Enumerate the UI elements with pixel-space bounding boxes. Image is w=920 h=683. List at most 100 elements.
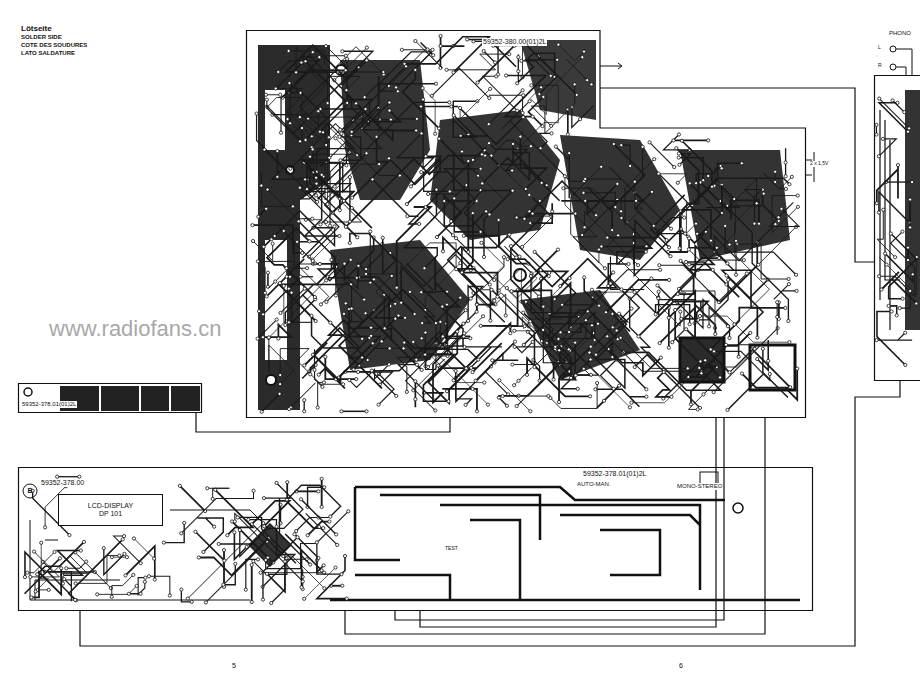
solder-pad [726, 408, 729, 411]
solder-pad [894, 256, 897, 259]
solder-pad [659, 356, 662, 359]
solder-pad [79, 549, 82, 552]
copper-trace [321, 479, 323, 507]
solder-pad [749, 331, 752, 334]
solder-pad [236, 516, 239, 519]
solder-pad [338, 234, 341, 237]
copper-trace [691, 366, 720, 404]
solder-pad [405, 203, 408, 206]
solder-pad [270, 601, 273, 604]
solder-pad [454, 237, 457, 240]
solder-pad [502, 256, 505, 259]
solder-pad [282, 229, 285, 232]
copper-trace [305, 61, 347, 103]
solder-pad [252, 560, 255, 563]
solder-pad [274, 280, 277, 283]
copper-trace [764, 173, 792, 189]
solder-pad [522, 116, 525, 119]
solder-pad [492, 298, 495, 301]
solder-pad [445, 68, 448, 71]
copper-trace [565, 176, 599, 263]
solder-pad [233, 520, 236, 523]
solder-pad [589, 395, 592, 398]
solder-pad [85, 560, 88, 563]
solder-pad [330, 258, 333, 261]
solder-pad [584, 319, 587, 322]
copper-trace [491, 140, 531, 155]
solder-pad [328, 156, 331, 159]
solder-pad [370, 369, 373, 372]
solder-pad [652, 224, 655, 227]
copper-trace [283, 70, 346, 97]
copper-trace [339, 309, 380, 378]
connecting-wire [600, 88, 874, 262]
solder-pad [378, 163, 381, 166]
solder-pad [909, 198, 912, 201]
solder-pad [414, 68, 417, 71]
copper-trace [252, 501, 290, 526]
solder-pad [590, 324, 593, 327]
solder-pad [794, 273, 797, 276]
solder-pad [267, 336, 270, 339]
solder-pad [714, 332, 717, 335]
solder-pad [584, 199, 587, 202]
copper-trace [528, 97, 543, 126]
solder-pad [629, 164, 632, 167]
board-mark [23, 484, 37, 498]
solder-pad [505, 286, 508, 289]
solder-pad [725, 274, 728, 277]
solder-pad [454, 268, 457, 271]
solder-pad [135, 584, 138, 587]
solder-pad [464, 309, 467, 312]
solder-pad [486, 403, 489, 406]
solder-pad [887, 304, 890, 307]
connecting-wire [196, 413, 450, 432]
solder-pad [688, 263, 691, 266]
solder-pad [582, 50, 585, 53]
copper-trace [468, 286, 505, 323]
solder-pad [579, 118, 582, 121]
solder-pad [464, 403, 467, 406]
solder-pad [421, 98, 424, 101]
solder-pad [877, 155, 880, 158]
solder-pad [371, 342, 374, 345]
copper-trace [650, 142, 675, 167]
copper-trace [423, 355, 453, 402]
solder-pad [466, 38, 469, 41]
solder-pad [677, 156, 680, 159]
copper-trace [517, 60, 557, 84]
solder-pad [562, 187, 565, 190]
solder-pad [270, 238, 273, 241]
solder-pad [702, 179, 705, 182]
copper-trace [421, 172, 450, 191]
copper-trace [421, 42, 434, 55]
solder-pad [471, 212, 474, 215]
solder-pad [338, 209, 341, 212]
lcd-display: LCD-DISPLAYDP 101 [58, 494, 163, 526]
solder-pad [907, 127, 910, 130]
solder-pad [304, 178, 307, 181]
solder-pad [301, 580, 304, 583]
solder-pad [346, 101, 349, 104]
solder-pad [740, 162, 743, 165]
solder-pad [267, 336, 270, 339]
solder-pad [667, 346, 670, 349]
solder-pad [252, 489, 255, 492]
solder-pad [628, 406, 631, 409]
solder-pad [316, 200, 319, 203]
solder-pad [911, 273, 914, 276]
solder-pad [619, 336, 622, 339]
solder-pad [475, 199, 478, 202]
solder-pad [123, 534, 126, 537]
solder-pad [283, 560, 286, 563]
solder-pad [517, 70, 520, 73]
copper-trace [308, 487, 325, 507]
copper-trace [296, 47, 319, 72]
copper-trace [735, 241, 736, 275]
copper-trace [258, 231, 294, 268]
solder-pad [597, 304, 600, 307]
solder-pad [594, 353, 597, 356]
solder-pad [658, 268, 661, 271]
solder-pad [513, 345, 516, 348]
